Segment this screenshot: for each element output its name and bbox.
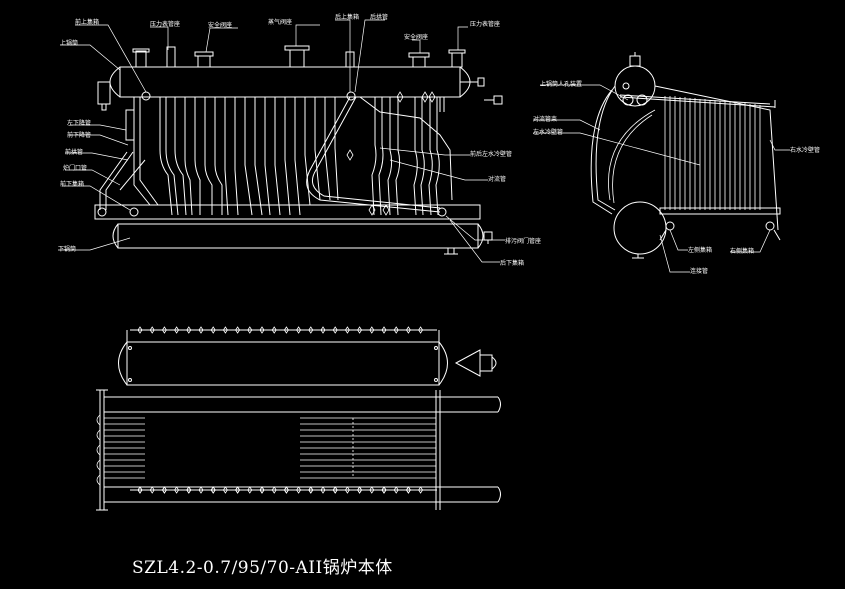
stud-mark (247, 486, 253, 494)
plan-tubes-right (300, 417, 436, 479)
label-front-lower-header: 前下集箱 (60, 181, 85, 188)
side-leaders (533, 84, 790, 273)
front-leaders (58, 19, 505, 263)
label-upper-drum-manhole: 上锅筒人孔装置 (540, 81, 583, 88)
label-steam-valve-seat: 蒸气阀座 (268, 19, 293, 26)
stud-row-top (137, 326, 424, 334)
label-left-water-wall: 左水冷壁管 (533, 129, 564, 136)
label-upper-drum-seat: 后上集箱 (335, 14, 360, 21)
stud-mark (357, 486, 363, 494)
stud-mark (247, 326, 253, 334)
stud-mark (235, 486, 241, 494)
label-convection-bank: 对流管束 (533, 116, 558, 123)
left-downcomers (99, 109, 146, 210)
convection-tube-bank (608, 96, 761, 210)
upper-drum (97, 66, 503, 112)
stud-mark (381, 486, 387, 494)
stud-mark (308, 486, 314, 494)
stud-mark (186, 326, 192, 334)
stud-mark (320, 326, 326, 334)
stud-mark (344, 486, 350, 494)
stud-mark (198, 486, 204, 494)
stud-mark (161, 326, 167, 334)
stud-mark (332, 486, 338, 494)
stud-mark (161, 486, 167, 494)
stud-mark (137, 486, 143, 494)
label-right-water-wall: 右水冷壁管 (790, 147, 821, 154)
label-right-lower-header: 右侧集箱 (730, 248, 755, 255)
stud-mark (210, 486, 216, 494)
stud-mark (357, 326, 363, 334)
stud-mark (393, 326, 399, 334)
label-left-lower-header: 左侧集箱 (688, 247, 713, 254)
stud-mark (283, 326, 289, 334)
side-elevation (533, 52, 790, 273)
stud-mark (320, 486, 326, 494)
label-rear-left-water-wall: 前后左水冷壁管 (470, 151, 513, 158)
plan-tubes-left (96, 414, 145, 486)
stud-mark (418, 326, 424, 334)
water-tubes (133, 96, 453, 216)
stud-mark (296, 486, 302, 494)
plan-view (96, 326, 501, 511)
stud-mark (405, 486, 411, 494)
label-rear-lower-header: 后下集箱 (500, 260, 525, 267)
stud-mark (308, 326, 314, 334)
stud-mark (332, 326, 338, 334)
stud-mark (381, 326, 387, 334)
stud-mark (235, 326, 241, 334)
label-furnace-outlet-pipe: 炉门口管 (63, 165, 88, 172)
stud-mark (369, 486, 375, 494)
top-nozzles (132, 45, 466, 68)
stud-mark (137, 326, 143, 334)
stud-mark (198, 326, 204, 334)
stud-mark (344, 326, 350, 334)
label-front-drop-pipe: 前拱管 (65, 149, 84, 156)
stud-mark (259, 326, 265, 334)
stud-mark (296, 326, 302, 334)
label-convection-pipe: 对流管 (488, 176, 507, 183)
stud-mark (174, 486, 180, 494)
lower-drum (94, 204, 493, 255)
stud-mark (259, 486, 265, 494)
stud-mark (222, 486, 228, 494)
label-connecting-pipe: 连接管 (690, 268, 709, 275)
label-safety-valve-seat-2: 安全阀座 (404, 34, 429, 41)
label-front-upper-header: 前上集箱 (75, 19, 100, 26)
header-circles (97, 91, 447, 217)
drawing-title: SZL4.2-0.7/95/70-AII锅炉本体 (132, 558, 393, 578)
stud-mark (369, 326, 375, 334)
stud-mark (418, 486, 424, 494)
stud-mark (210, 326, 216, 334)
stud-mark (393, 486, 399, 494)
stud-mark (271, 486, 277, 494)
label-rear-header: 后拱管 (370, 14, 389, 21)
stud-mark (405, 326, 411, 334)
label-upper-drum: 上锅筒 (60, 40, 79, 47)
label-pressure-gauge-seat-left: 压力表管座 (150, 21, 181, 28)
stud-mark (283, 486, 289, 494)
tube-markers (346, 91, 436, 216)
stud-mark (149, 486, 155, 494)
label-left-lower-drop-pipe: 左下降管 (67, 120, 92, 127)
stud-mark (174, 326, 180, 334)
label-right-lower-drop-pipe: 前下降管 (67, 132, 92, 139)
stud-mark (149, 326, 155, 334)
stud-row-mid (137, 486, 411, 494)
label-safety-valve-seat: 安全阀座 (208, 22, 233, 29)
label-pressure-gauge-seat-right: 压力表管座 (470, 21, 501, 28)
front-elevation (58, 19, 505, 263)
stud-mark (222, 326, 228, 334)
stud-mark (271, 326, 277, 334)
label-drain-pipe-seat: 排污阀门管座 (505, 238, 542, 245)
stud-mark (186, 486, 192, 494)
label-lower-drum: 下锅筒 (58, 246, 77, 253)
